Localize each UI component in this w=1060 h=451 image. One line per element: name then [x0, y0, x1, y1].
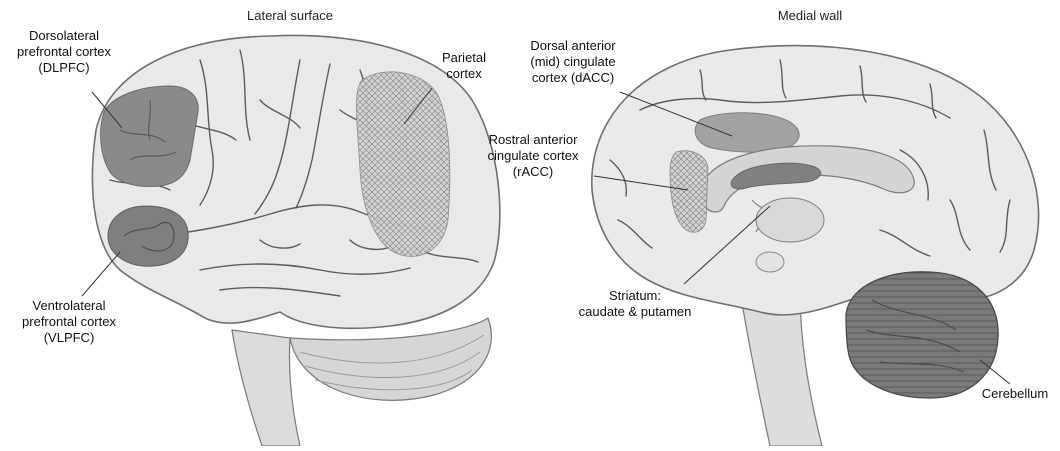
dacc-region: [695, 113, 799, 152]
vlpfc-region: [108, 206, 188, 266]
dlpfc-label-line-1: Dorsolateral: [0, 28, 128, 44]
parietal-label-line-1: Parietal: [424, 50, 504, 66]
racc-label: Rostral anterior cingulate cortex (rACC): [470, 132, 596, 180]
dacc-label-line-3: cortex (dACC): [510, 70, 636, 86]
cerebellum-label: Cerebellum: [974, 386, 1056, 402]
medial-cerebrum: [592, 46, 1039, 315]
vlpfc-label-line-3: (VLPFC): [4, 330, 134, 346]
dacc-label-line-1: Dorsal anterior: [510, 38, 636, 54]
striatum-label: Striatum: caudate & putamen: [560, 288, 710, 320]
dlpfc-label-line-3: (DLPFC): [0, 60, 128, 76]
vlpfc-leader: [82, 252, 120, 296]
lateral-brain: [82, 36, 500, 446]
lateral-cerebellum: [290, 318, 491, 400]
racc-label-line-2: cingulate cortex: [470, 148, 596, 164]
vlpfc-label-line-2: prefrontal cortex: [4, 314, 134, 330]
lateral-brainstem: [232, 330, 300, 446]
dlpfc-label-line-2: prefrontal cortex: [0, 44, 128, 60]
medial-brain: [592, 46, 1039, 446]
vlpfc-label: Ventrolateral prefrontal cortex (VLPFC): [4, 298, 134, 346]
dlpfc-label: Dorsolateral prefrontal cortex (DLPFC): [0, 28, 128, 76]
racc-label-line-1: Rostral anterior: [470, 132, 596, 148]
vlpfc-label-line-1: Ventrolateral: [4, 298, 134, 314]
lateral-surface-title: Lateral surface: [230, 8, 350, 24]
medial-wall-title: Medial wall: [760, 8, 860, 24]
striatum-label-line-1: Striatum:: [560, 288, 710, 304]
parietal-label: Parietal cortex: [424, 50, 504, 82]
medial-cerebellum: [846, 272, 998, 398]
racc-label-line-3: (rACC): [470, 164, 596, 180]
parietal-label-line-2: cortex: [424, 66, 504, 82]
dacc-label: Dorsal anterior (mid) cingulate cortex (…: [510, 38, 636, 86]
cerebellum-label-line-1: Cerebellum: [974, 386, 1056, 402]
striatum-label-line-2: caudate & putamen: [560, 304, 710, 320]
dacc-label-line-2: (mid) cingulate: [510, 54, 636, 70]
